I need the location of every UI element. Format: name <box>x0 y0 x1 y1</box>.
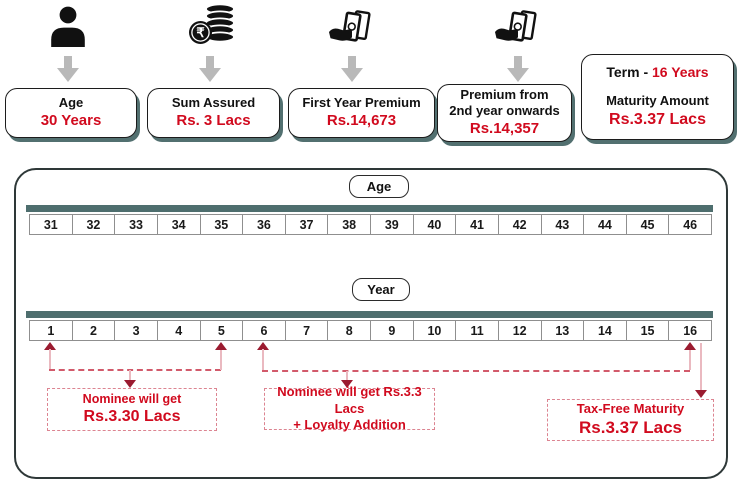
year-axis-pill: Year <box>352 278 410 301</box>
year6-connector-line <box>262 349 264 371</box>
age-cell: 40 <box>414 215 457 234</box>
note1-down-arrow-icon <box>124 380 136 388</box>
age-cell: 32 <box>73 215 116 234</box>
sum-assured-value: Rs. 3 Lacs <box>176 112 251 130</box>
year16-connector-line <box>689 349 691 370</box>
year-cell: 10 <box>414 321 457 340</box>
years6-16-dashed-line <box>262 370 690 372</box>
tax-free-maturity-note: Tax-Free Maturity Rs.3.37 Lacs <box>547 399 714 441</box>
age-cell: 37 <box>286 215 329 234</box>
nominee-note-years-1-5: Nominee will get Rs.3.30 Lacs <box>47 388 217 431</box>
year1-up-arrow-icon <box>44 342 56 350</box>
age-cell: 35 <box>201 215 244 234</box>
age-cell: 33 <box>115 215 158 234</box>
maturity-drop-line <box>700 343 702 391</box>
age-cell: 42 <box>499 215 542 234</box>
year-cell: 6 <box>243 321 286 340</box>
first-year-premium-label: First Year Premium <box>302 95 421 110</box>
age-cell: 36 <box>243 215 286 234</box>
rupee-coins-icon: ₹ <box>188 3 236 51</box>
age-axis-bar <box>26 205 713 212</box>
first-year-premium-value: Rs.14,673 <box>326 112 397 130</box>
renewal-premium-value: Rs.14,357 <box>469 120 540 138</box>
years1-5-dashed-line <box>49 369 221 371</box>
term-value: 16 Years <box>652 64 709 81</box>
age-cell: 41 <box>456 215 499 234</box>
year16-up-arrow-icon <box>684 342 696 350</box>
year-cell: 12 <box>499 321 542 340</box>
nominee-note2-line2: + Loyalty Addition <box>293 417 406 433</box>
cash-in-hand-icon <box>493 9 541 54</box>
year-axis-label: Year <box>367 282 395 297</box>
age-axis-pill: Age <box>349 175 409 198</box>
year-cell: 8 <box>328 321 371 340</box>
age-label: Age <box>58 95 84 110</box>
year-cell: 11 <box>456 321 499 340</box>
age-summary-box: Age 30 Years <box>5 88 137 138</box>
maturity-down-arrow-icon <box>695 390 707 398</box>
year-cell: 14 <box>584 321 627 340</box>
person-icon <box>46 5 90 52</box>
age-cell: 31 <box>30 215 73 234</box>
nominee-note-years-6-16: Nominee will get Rs.3.3 Lacs + Loyalty A… <box>264 384 435 432</box>
down-block-arrow-icon <box>56 56 80 87</box>
year-cell: 13 <box>542 321 585 340</box>
renewal-premium-label-line2: 2nd year onwards <box>449 103 560 119</box>
maturity-note-line2: Rs.3.37 Lacs <box>578 418 682 438</box>
note1-drop-line <box>129 370 131 381</box>
nominee-note1-line1: Nominee will get <box>82 391 182 406</box>
term-line: Term - 16 Years <box>606 64 708 82</box>
sum-assured-box: Sum Assured Rs. 3 Lacs <box>147 88 280 138</box>
year-cell: 2 <box>73 321 116 340</box>
year5-connector-line <box>220 349 222 370</box>
cash-in-hand-icon <box>327 9 375 54</box>
maturity-amount-value: Rs.3.37 Lacs <box>609 110 706 128</box>
down-block-arrow-icon <box>506 56 530 87</box>
down-block-arrow-icon <box>340 56 364 87</box>
age-cell: 46 <box>683 217 698 232</box>
year5-up-arrow-icon <box>215 342 227 350</box>
year-cell: 3 <box>115 321 158 340</box>
nominee-note1-line2: Rs.3.30 Lacs <box>83 408 181 426</box>
age-axis-label: Age <box>366 179 392 194</box>
maturity-note-line1: Tax-Free Maturity <box>576 400 685 416</box>
age-cell: 45 <box>627 215 670 234</box>
note2-down-arrow-icon <box>341 380 353 388</box>
age-value: 30 Years <box>40 112 102 130</box>
age-cell: 43 <box>542 215 585 234</box>
year-cell: 5 <box>201 321 244 340</box>
age-cell: 39 <box>371 215 414 234</box>
year-cell: 15 <box>627 321 670 340</box>
year-cell: 7 <box>286 321 329 340</box>
year-cell: 16 <box>683 323 698 338</box>
renewal-premium-box: Premium from 2nd year onwards Rs.14,357 <box>437 84 572 142</box>
down-block-arrow-icon <box>198 56 222 87</box>
first-year-premium-box: First Year Premium Rs.14,673 <box>288 88 435 138</box>
year-cell: 9 <box>371 321 414 340</box>
year-cell: 1 <box>30 321 73 340</box>
year-axis-bar <box>26 311 713 318</box>
age-cell: 34 <box>158 215 201 234</box>
term-maturity-box: Term - 16 Years Maturity Amount Rs.3.37 … <box>581 54 734 140</box>
term-label: Term - <box>606 64 649 81</box>
age-cell: 38 <box>328 215 371 234</box>
maturity-amount-label: Maturity Amount <box>606 92 709 108</box>
renewal-premium-label-line1: Premium from <box>460 86 549 102</box>
age-cell: 44 <box>584 215 627 234</box>
svg-text:₹: ₹ <box>196 25 205 40</box>
nominee-note2-line1: Nominee will get Rs.3.3 Lacs <box>277 383 422 416</box>
sum-assured-label: Sum Assured <box>171 95 256 110</box>
year-cell: 4 <box>158 321 201 340</box>
year6-up-arrow-icon <box>257 342 269 350</box>
note2-drop-line <box>346 371 348 381</box>
year1-connector-line <box>49 349 51 370</box>
